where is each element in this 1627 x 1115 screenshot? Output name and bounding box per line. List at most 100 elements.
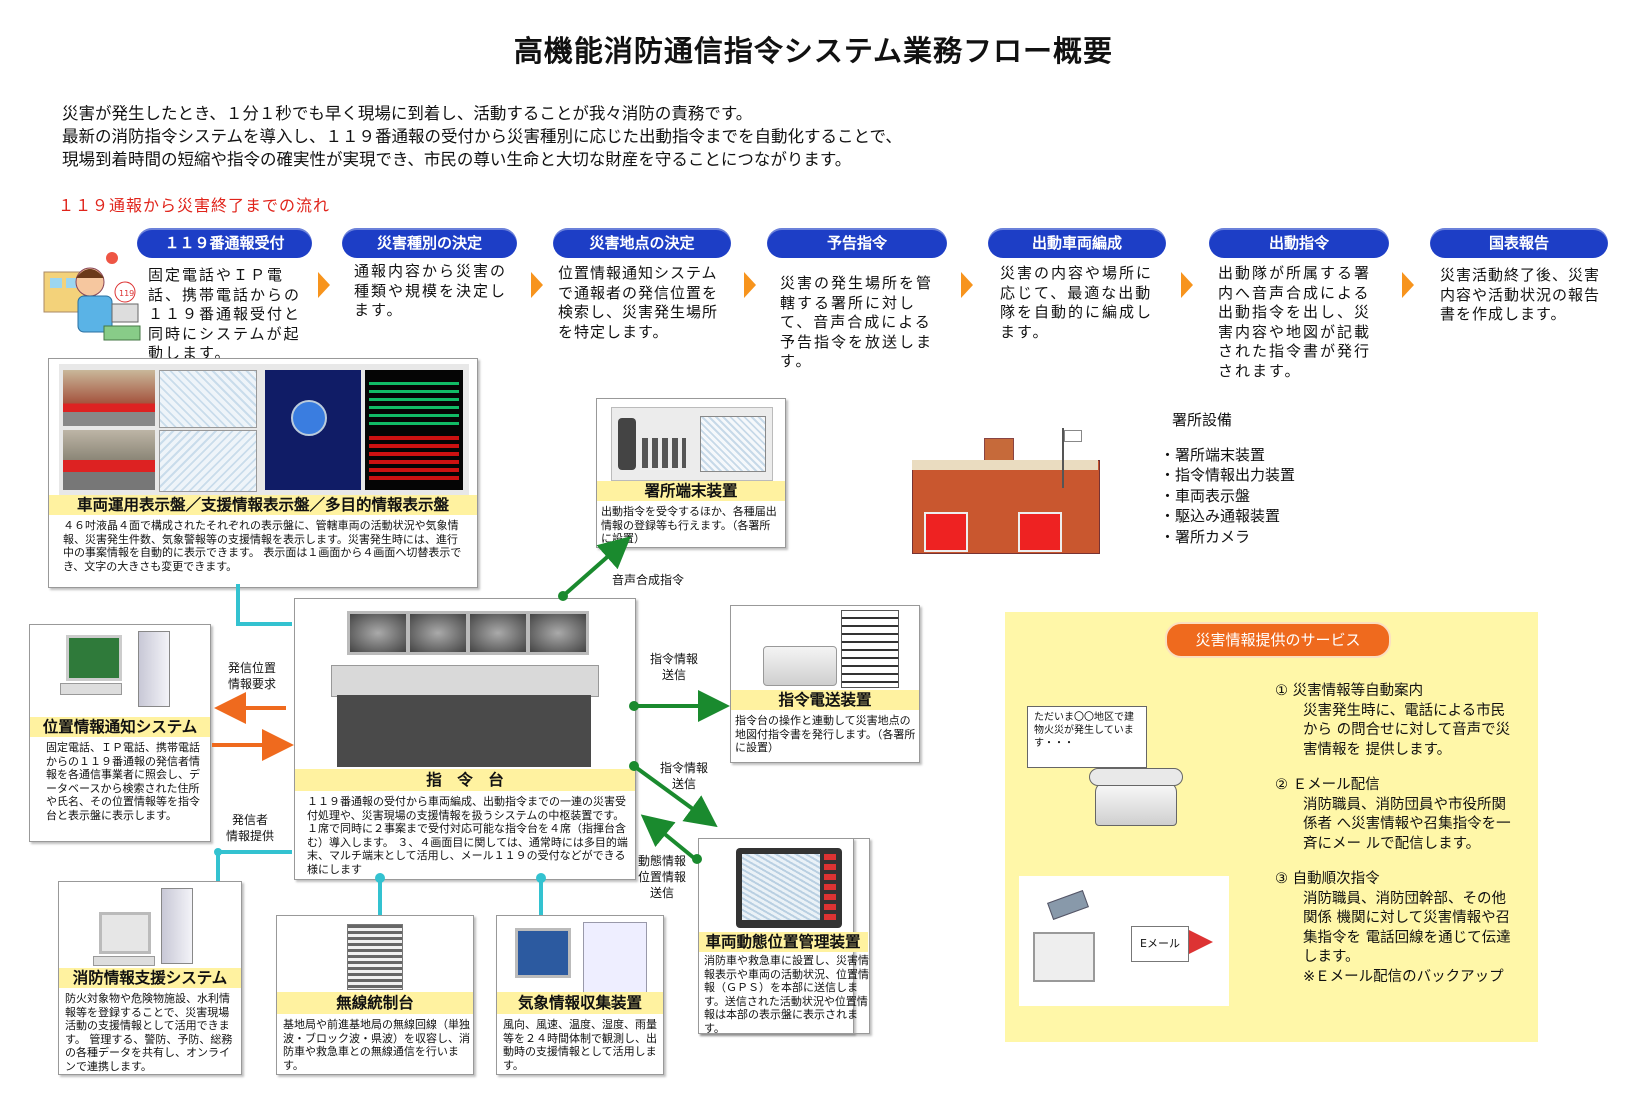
compass-icon (291, 400, 327, 436)
radio-console-image (347, 924, 403, 990)
service-item-head: ① 災害情報等自動案内 (1275, 683, 1424, 699)
label-dynamics-send: 動態情報 位置情報 送信 (638, 853, 686, 901)
service-item: ③ 自動順次指令 消防職員、消防団幹部、その他 関係 機関に対して災害情報や召 … (1275, 870, 1531, 987)
desk-top (331, 665, 599, 697)
service-item-line: から の問合せに対して音声で災 (1303, 722, 1511, 738)
flow-arrow-icon (744, 272, 756, 298)
label-location-request: 発信位置 情報要求 (228, 660, 276, 692)
label-line: 発信者 (232, 813, 269, 827)
service-item-body: 災害発生時に、電話による市民 から の問合せに対して音声で災 害情報を 提供しま… (1275, 702, 1531, 761)
computer-image (66, 635, 122, 681)
service-item-line: 消防職員、消防団員や市役所関 (1303, 796, 1506, 813)
fire-truck-icon (1018, 512, 1062, 552)
service-item-line: 集指令を 電話回線を通じて伝達 (1303, 929, 1511, 946)
intro-line: 最新の消防指令システムを導入し、１１９番通報の受付から災害種別に応じた出動指令ま… (62, 127, 902, 146)
handset-icon (1089, 768, 1183, 786)
intro-line: 現場到着時間の短縮や指令の確実性が実現でき、市民の尊い生命と大切な財産を守ること… (62, 150, 852, 169)
phone-image (1085, 762, 1185, 828)
fire-station-illustration (912, 428, 1104, 554)
fire-station-tower (984, 438, 1014, 462)
service-title: 災害情報提供のサービス (1165, 622, 1391, 658)
keyboard-icon (93, 956, 155, 966)
weather-display-image (265, 370, 361, 490)
step-text: 固定電話やＩＰ電話、携帯電話からの１１９番通報受付と同時にシステムが起動します。 (148, 266, 302, 362)
service-item-line: 害情報を 提供します。 (1303, 741, 1452, 758)
service-item-line: します。 (1303, 949, 1360, 965)
avm-title: 車両動態位置管理装置 (698, 932, 868, 952)
map-screen-image (159, 370, 257, 428)
send-arrow-icon (1189, 930, 1213, 954)
label-line: 指令情報 (660, 761, 709, 775)
service-item: ② Ｅメール配信 消防職員、消防団員や市役所関 係者 へ災害情報や召集指令を一 … (1275, 776, 1531, 854)
page-title: 高機能消防通信指令システム業務フロー概要 (513, 34, 1114, 68)
fire-station-roof (912, 460, 1098, 470)
station-equipment-item: ・署所端末装置 (1160, 445, 1266, 464)
terminal-device-image (611, 407, 773, 481)
email-illustration: Eメール (1019, 876, 1229, 1006)
server-tower-icon (161, 888, 193, 964)
station-equipment-heading: 署所設備 (1172, 411, 1233, 429)
support-system-box: 消防情報支援システム 防火対象物や危険物施設、水利情報等を登録することで、災害現… (58, 881, 242, 1075)
label-caller-info: 発信者 情報提供 (226, 812, 274, 844)
station-terminal-title: 署所端末装置 (597, 481, 785, 501)
label-voice-command: 音声合成指令 (612, 573, 685, 587)
phone-icon (1095, 782, 1177, 826)
step-text: 出動隊が所属する署内へ音声合成による出動指令を出し、災害内容や地図が記載された指… (1218, 264, 1372, 380)
command-sheet-image (841, 610, 899, 688)
service-item-body: 消防職員、消防団幹部、その他 関係 機関に対して災害情報や召 集指令を 電話回線… (1275, 890, 1531, 988)
desk-monitor (467, 611, 529, 655)
vehicle-terminal-image (736, 848, 842, 928)
fax-box: 指令電送装置 指令台の操作と連動して災害地点の地図付指令書を発行します。（各署所… (730, 605, 920, 763)
step-label: 出動指令 (1209, 228, 1389, 258)
command-desk-title: 指 令 台 (295, 769, 635, 791)
step-text: 災害の発生場所を管轄する署所に対して、音声合成による予告指令を放送します。 (780, 274, 934, 370)
email-label: Eメール (1140, 937, 1180, 950)
service-item-head: ③ 自動順次指令 (1275, 871, 1380, 887)
label-line: 動態情報 (638, 854, 687, 868)
desk-monitor (527, 611, 589, 655)
station-terminal-desc: 出動指令を受令するほか、各種届出情報の登録等も行えます。（各署所に設置） (601, 505, 777, 545)
mobile-phone-icon (1047, 890, 1089, 920)
station-equipment-item: ・駆込み通報装置 (1160, 507, 1281, 525)
svg-text:119: 119 (119, 289, 134, 298)
label-line: 送信 (662, 668, 687, 682)
info-display-red-rows (369, 436, 459, 480)
weather-terminal-image (515, 928, 571, 978)
station-equipment: 署所設備 ・署所端末装置 ・指令情報出力装置 ・車両表示盤 ・駆込み通報装置 ・… (1160, 410, 1295, 547)
label-line: 情報要求 (228, 677, 277, 691)
fax-desc: 指令台の操作と連動して災害地点の地図付指令書を発行します。（各署所に設置） (735, 714, 916, 754)
desk-monitor (347, 611, 409, 655)
intro-text: 災害が発生したとき、１分１秒でも早く現場に到着し、活動することが我々消防の責務で… (62, 102, 902, 171)
label-command-send-1: 指令情報 送信 (650, 651, 698, 683)
step-text: 位置情報通知システムで通報者の発信位置を検索し、災害発生場所を特定します。 (558, 264, 719, 341)
weather-title: 気象情報収集装置 (497, 992, 663, 1014)
service-item-line: 関係 機関に対して災害情報や召 (1303, 910, 1511, 926)
step-label: 災害地点の決定 (553, 228, 731, 258)
command-desk-desc: １１９番通報の受付から車両編成、出動指令までの一連の災害受付処理や、災害現場の支… (307, 795, 628, 876)
station-equipment-item: ・署所カメラ (1160, 527, 1251, 546)
flow-arrow-icon (1181, 272, 1193, 298)
desk-monitor (407, 611, 469, 655)
desk-body (337, 695, 591, 767)
fire-station-photo (63, 430, 155, 490)
location-system-title: 位置情報通知システム (30, 717, 210, 737)
flag-icon (1064, 430, 1082, 442)
email-envelope-icon: Eメール (1131, 926, 1189, 962)
flag-icon (1062, 428, 1064, 488)
service-items: ① 災害情報等自動案内 災害発生時に、電話による市民 から の問合せに対して音声… (1275, 682, 1531, 987)
flow-arrow-icon (961, 272, 973, 298)
service-panel: 災害情報提供のサービス ただいま〇〇地区で建物火災が発生しています・・・ Eメー… (1005, 612, 1538, 1042)
intro-line: 災害が発生したとき、１分１秒でも早く現場に到着し、活動することが我々消防の責務で… (62, 104, 753, 123)
flow-arrow-icon (531, 272, 543, 298)
keyboard-icon (60, 683, 122, 695)
weather-box: 気象情報収集装置 風向、風速、温度、湿度、雨量等を２４時間体制で観測し、出動時の… (496, 915, 664, 1075)
info-display-image (365, 370, 463, 490)
avm-desc: 消防車や救急車に設置し、災害情報表示や車両の活動状況、位置情報（ＧＰＳ）を本部に… (704, 954, 869, 1035)
step-label: 出動車両編成 (988, 228, 1166, 258)
computer-image (99, 912, 151, 954)
service-item-head: ② Ｅメール配信 (1275, 777, 1380, 793)
step-label: 予告指令 (767, 228, 947, 258)
command-desk-box: 指 令 台 １１９番通報の受付から車両編成、出動指令までの一連の災害受付処理や、… (294, 598, 636, 880)
service-item: ① 災害情報等自動案内 災害発生時に、電話による市民 から の問合せに対して音声… (1275, 682, 1531, 760)
server-tower-icon (138, 631, 170, 707)
